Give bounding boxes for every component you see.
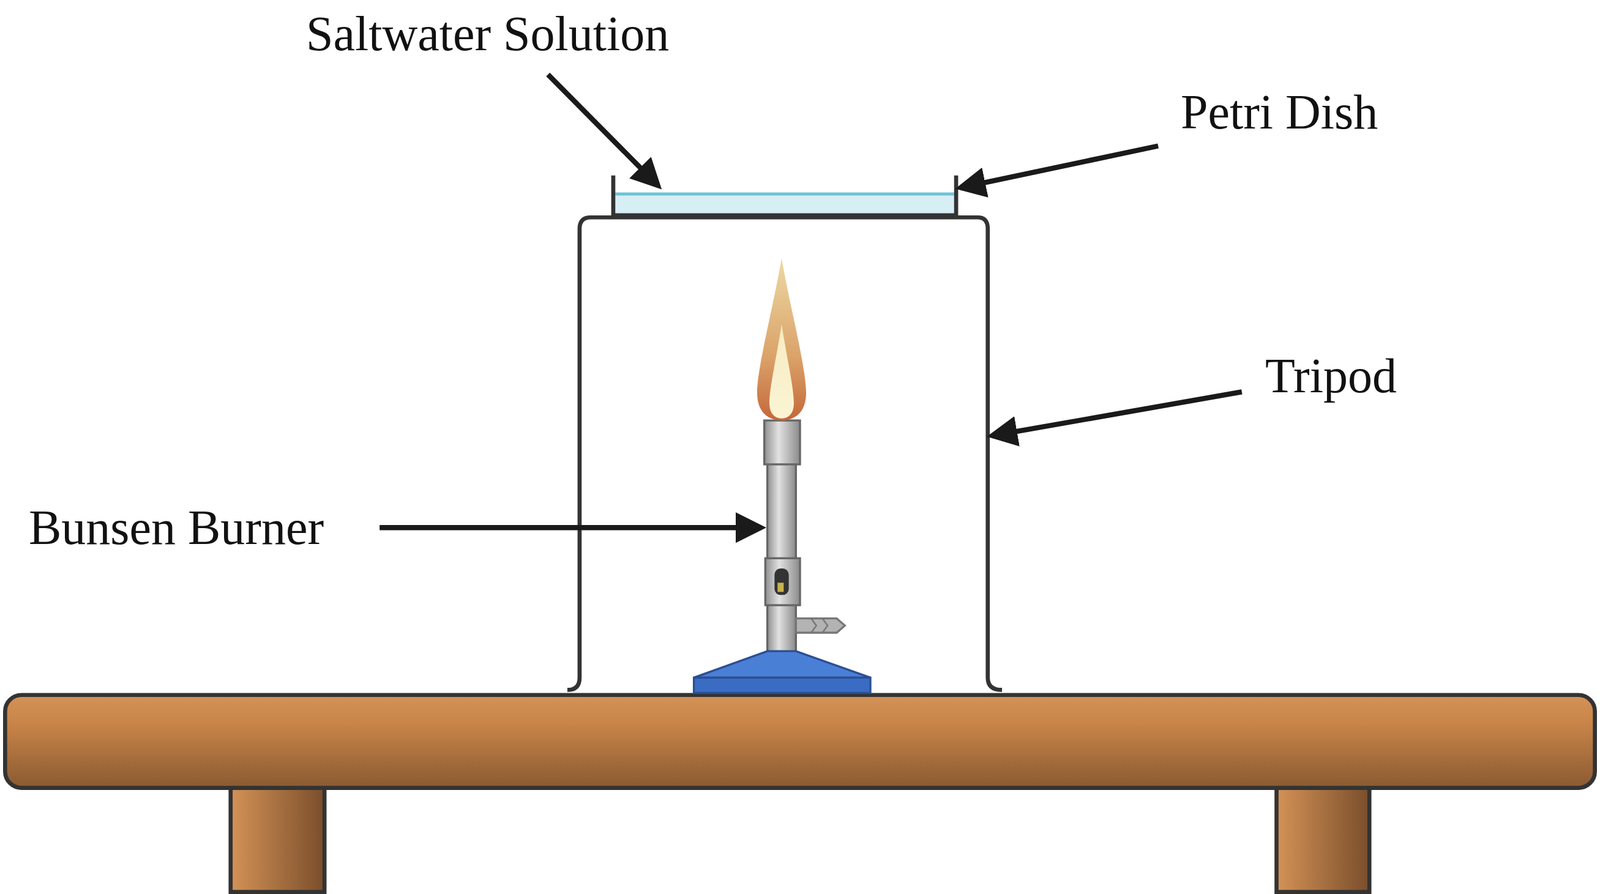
part-label: Tripod <box>1265 351 1397 401</box>
leader-arrow <box>547 74 658 187</box>
leader-arrow <box>991 391 1242 436</box>
part-label: Petri Dish <box>1180 87 1378 137</box>
table <box>4 695 1595 893</box>
leader-arrow <box>960 145 1159 188</box>
bunsen-burner <box>694 258 871 693</box>
part-label: Bunsen Burner <box>28 503 324 553</box>
leader-arrows <box>379 74 1242 529</box>
leader-arrow <box>379 525 761 531</box>
petri-dish <box>613 175 957 216</box>
part-label: Saltwater Solution <box>306 9 670 59</box>
tripod <box>567 217 1002 690</box>
